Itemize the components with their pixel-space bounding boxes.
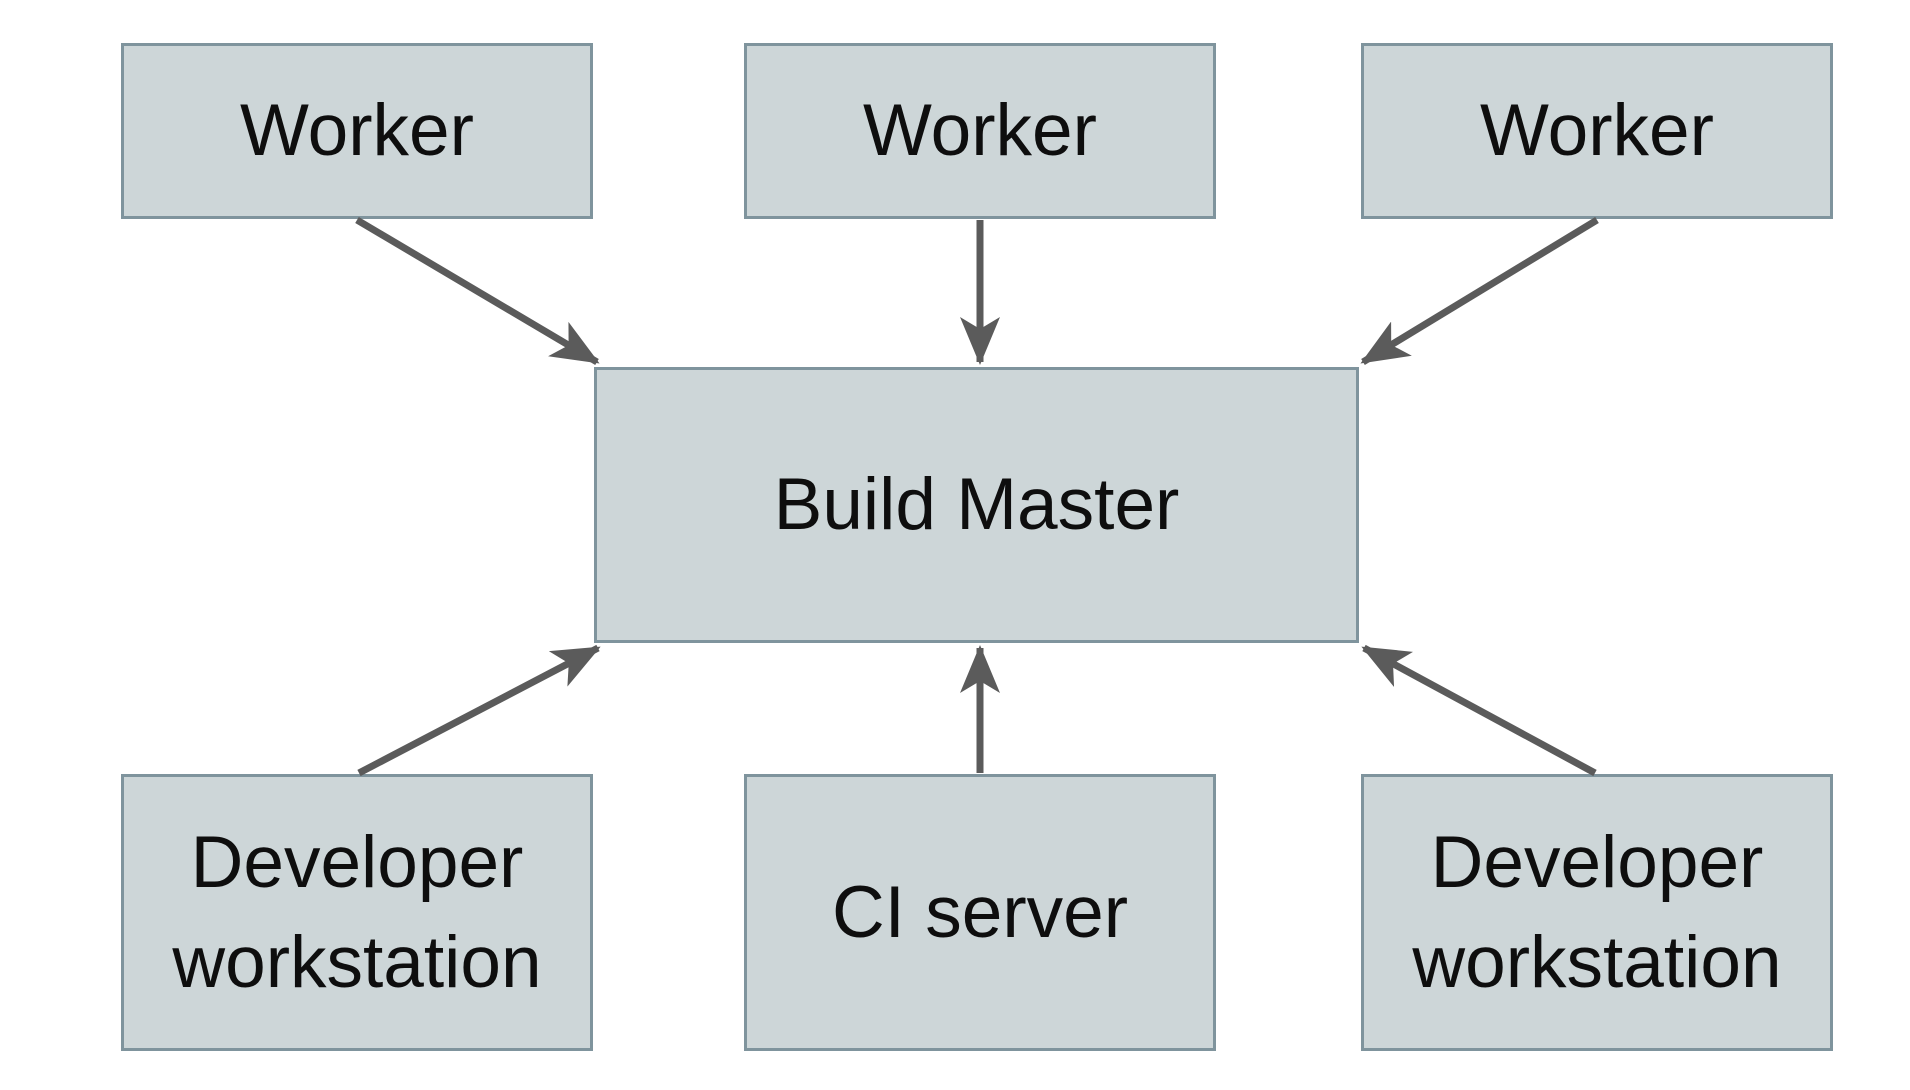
edge-worker-3-build-master xyxy=(1360,217,1599,365)
edge-developer-workstation-1-build-master xyxy=(357,644,601,777)
edge-developer-workstation-2-build-master xyxy=(1361,644,1597,777)
node-label: Worker xyxy=(1480,90,1714,172)
node-label: Worker xyxy=(863,90,1097,172)
node-label: Worker xyxy=(240,90,474,172)
node-ci-server: CI server xyxy=(744,774,1216,1051)
node-label: CI server xyxy=(831,871,1129,953)
node-label: Build Master xyxy=(773,464,1180,546)
node-worker-2: Worker xyxy=(744,43,1216,219)
node-label: Developer workstation xyxy=(1412,822,1782,1003)
node-label: Developer workstation xyxy=(172,822,542,1003)
node-developer-workstation-2: Developer workstation xyxy=(1361,774,1833,1051)
node-build-master: Build Master xyxy=(594,367,1359,643)
edge-worker-1-build-master xyxy=(355,216,600,366)
node-worker-3: Worker xyxy=(1361,43,1833,219)
node-developer-workstation-1: Developer workstation xyxy=(121,774,593,1051)
node-worker-1: Worker xyxy=(121,43,593,219)
